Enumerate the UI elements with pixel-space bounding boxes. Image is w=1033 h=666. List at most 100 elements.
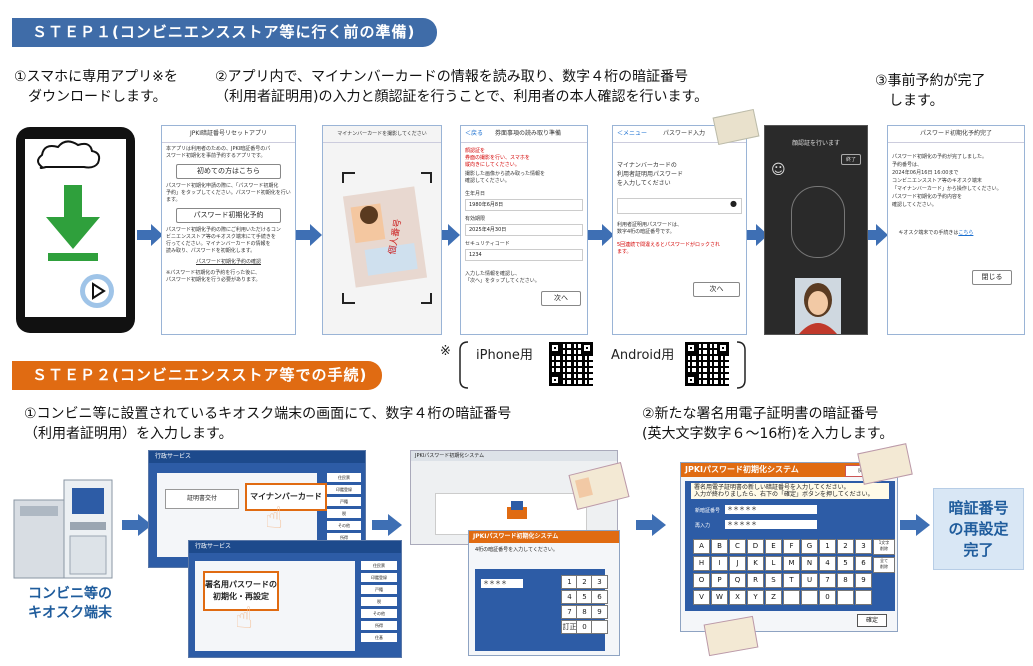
delete-one-button[interactable]: 1文字 削除 <box>873 539 895 555</box>
keyboard-key[interactable]: J <box>729 556 746 571</box>
side-menu-item[interactable]: 税 <box>327 509 361 518</box>
side-menu-item[interactable]: その他 <box>327 521 361 530</box>
close-button[interactable]: 閉じる <box>972 270 1012 285</box>
flow-arrow-icon <box>636 514 666 536</box>
security-code-field[interactable]: 1234 <box>465 249 583 261</box>
kiosk-screen-reset: 行政サービス 署名用パスワードの 初期化・再設定 住民票 印鑑登録 戸籍 税 そ… <box>188 540 402 658</box>
next-button[interactable]: 次へ <box>541 291 581 306</box>
back-link[interactable]: ＜戻る <box>465 130 484 137</box>
keyboard-key[interactable]: R <box>747 573 764 588</box>
keypad-key[interactable]: 6 <box>591 590 608 604</box>
android-qr-code[interactable] <box>685 342 729 386</box>
keyboard-key[interactable]: B <box>711 539 728 554</box>
keyboard-key[interactable]: Q <box>729 573 746 588</box>
keyboard-key[interactable]: F <box>783 539 800 554</box>
side-menu-item[interactable]: 戸籍 <box>327 497 361 506</box>
new-pin-input[interactable]: ＊＊＊＊＊ <box>725 505 817 514</box>
side-menu-item[interactable]: 住民票 <box>327 473 361 482</box>
first-time-button[interactable]: 初めての方はこちら <box>176 164 281 179</box>
field-label: セキュリティコード <box>465 241 510 247</box>
kiosk-header: JPKIパスワード初期化システム <box>469 531 619 543</box>
next-button[interactable]: 次へ <box>693 282 740 297</box>
card-reader-icon <box>507 501 527 519</box>
keyboard-key[interactable] <box>837 590 854 605</box>
keyboard-key[interactable] <box>801 590 818 605</box>
bracket-right <box>736 341 746 389</box>
keyboard-key[interactable]: H <box>693 556 710 571</box>
qr-note-mark: ※ <box>440 344 451 359</box>
side-menu-item[interactable]: 戸籍 <box>361 585 397 594</box>
side-menu-item[interactable]: その他 <box>361 609 397 618</box>
keyboard-key[interactable]: L <box>765 556 782 571</box>
keyboard-key[interactable]: 5 <box>837 556 854 571</box>
signature-password-reset-button[interactable]: 署名用パスワードの 初期化・再設定 <box>203 571 279 611</box>
keyboard-key[interactable]: V <box>693 590 710 605</box>
keyboard-key[interactable]: 7 <box>819 573 836 588</box>
keyboard-key[interactable]: 1 <box>819 539 836 554</box>
kiosk-guide-link[interactable]: こちら <box>958 230 974 236</box>
screen-title: パスワード初期化予約完了 <box>888 126 1024 143</box>
keyboard-key[interactable]: 4 <box>819 556 836 571</box>
eye-icon[interactable]: ● <box>730 199 737 208</box>
screen-title: JPKI暗証番号リセットアプリ <box>162 126 295 143</box>
keyboard-key[interactable]: 2 <box>837 539 854 554</box>
flow-arrow-icon <box>296 224 322 246</box>
iphone-qr-code[interactable] <box>549 342 593 386</box>
confirm-pin-input[interactable]: ＊＊＊＊＊ <box>725 520 817 529</box>
keyboard-key[interactable]: A <box>693 539 710 554</box>
pin-input[interactable]: ＊＊＊＊ <box>481 579 523 588</box>
keyboard-key[interactable]: U <box>801 573 818 588</box>
keyboard-key[interactable]: G <box>801 539 818 554</box>
side-menu-item[interactable]: 印鑑登録 <box>361 573 397 582</box>
keyboard-key[interactable]: Y <box>747 590 764 605</box>
keyboard-key[interactable]: 9 <box>855 573 872 588</box>
keyboard-key[interactable]: Z <box>765 590 782 605</box>
certificate-button[interactable]: 証明書交付 <box>165 489 239 509</box>
mynumber-card-button[interactable]: マイナンバーカード <box>245 483 327 511</box>
keyboard-key[interactable]: X <box>729 590 746 605</box>
keyboard-key[interactable]: C <box>729 539 746 554</box>
keyboard-key[interactable]: 0 <box>819 590 836 605</box>
reservation-button[interactable]: パスワード初期化予約 <box>176 208 281 223</box>
expiry-field[interactable]: 2025年4月30日 <box>465 224 583 236</box>
birthdate-field[interactable]: 1980年6月8日 <box>465 199 583 211</box>
keyboard-key[interactable]: 8 <box>837 573 854 588</box>
keypad-key[interactable]: 9 <box>591 605 608 619</box>
keyboard-key[interactable]: P <box>711 573 728 588</box>
keyboard-key[interactable]: I <box>711 556 728 571</box>
keyboard-key[interactable]: M <box>783 556 800 571</box>
keyboard-key[interactable]: N <box>801 556 818 571</box>
confirm-button[interactable]: 確定 <box>857 614 887 627</box>
keypad-key[interactable]: 3 <box>591 575 608 589</box>
keyboard-key[interactable]: D <box>747 539 764 554</box>
keyboard-key[interactable]: 6 <box>855 556 872 571</box>
side-menu-item[interactable]: 住基 <box>361 633 397 642</box>
end-button[interactable]: 終了 <box>840 154 861 165</box>
side-menu-item[interactable]: 所得 <box>327 533 361 542</box>
side-menu-item[interactable]: 印鑑登録 <box>327 485 361 494</box>
keyboard-key[interactable]: O <box>693 573 710 588</box>
keyboard-key[interactable]: T <box>783 573 800 588</box>
field-label: 再入力 <box>695 523 711 529</box>
step2-banner: ＳＴＥＰ２(コンビニエンスストア等での手続) <box>12 361 382 390</box>
keyboard-key[interactable]: 3 <box>855 539 872 554</box>
side-menu-item[interactable]: 住民票 <box>361 561 397 570</box>
keyboard-key[interactable]: E <box>765 539 782 554</box>
keyboard-key[interactable]: S <box>765 573 782 588</box>
keyboard-key[interactable]: W <box>711 590 728 605</box>
keyboard-key[interactable] <box>783 590 800 605</box>
back-link[interactable]: ＜メニュー <box>617 130 648 137</box>
side-menu-item[interactable]: 税 <box>361 597 397 606</box>
password-input[interactable]: ● <box>617 198 742 214</box>
app-screen-card-info: ＜戻る 券面事項の読み取り準備 顔認証を 券面の撮影を行い、スマホを 縦向きにし… <box>460 125 588 335</box>
keyboard-key[interactable]: K <box>747 556 764 571</box>
side-menu-item[interactable]: 所得 <box>361 621 397 630</box>
kiosk-header: 行政サービス <box>149 451 365 463</box>
screen-text: 入力した情報を確認し、 「次へ」をタップしてください。 <box>465 271 540 284</box>
keyboard-key[interactable] <box>855 590 872 605</box>
confirm-reservation-link[interactable]: パスワード初期化予約の確認 <box>195 259 261 265</box>
keypad-key[interactable]: 7 <box>561 605 578 619</box>
delete-all-button[interactable]: 全て 削除 <box>873 557 895 573</box>
keypad-key[interactable] <box>591 620 608 634</box>
kiosk-screen-new-pin: JPKIパスワード初期化システム 戻る 署名用電子証明書の新しい暗証番号を入力し… <box>680 462 898 632</box>
